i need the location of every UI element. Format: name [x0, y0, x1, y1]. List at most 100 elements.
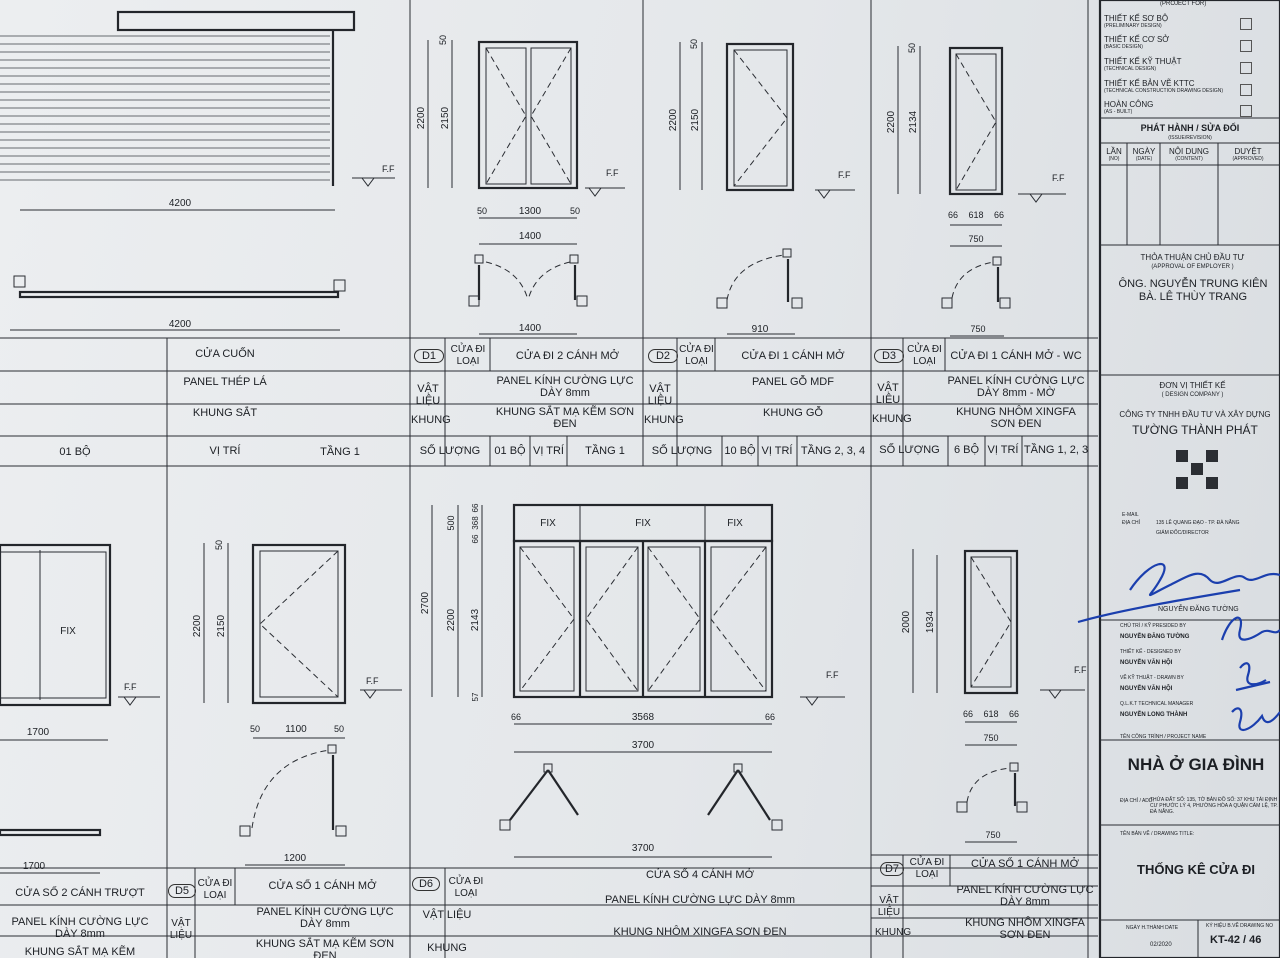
d1-h-leaf: 2150 [440, 106, 451, 129]
c0-top-material: PANEL THÉP LÁ [183, 376, 267, 388]
d7-material: PANEL KÍNH CƯỜNG LỰC DÀY 8mm [956, 884, 1094, 908]
d2-qty: 10 BỘ [724, 445, 756, 457]
tb-sheet-no: KT-42 / 46 [1210, 934, 1262, 946]
tb-issue-col-1-vi: LẦN [1106, 147, 1122, 156]
c0-top-pos: TẦNG 1 [320, 446, 360, 458]
d6-h-leaf: 2143 [470, 608, 481, 631]
d3-qty: 6 BỘ [953, 444, 980, 456]
tb-role-2: THIẾT KẾ - DESIGNED BY [1120, 649, 1182, 655]
tb-stage-3-vi: THIẾT KẾ KỸ THUẬT [1104, 57, 1182, 66]
d6-h-total: 2700 [420, 591, 431, 614]
signature-director [1077, 562, 1280, 624]
d2-ff: F.F [838, 170, 851, 180]
d6-h-fix: 368 [471, 516, 480, 530]
tb-company-line: CÔNG TY TNHH ĐẦU TƯ VÀ XÂY DỰNG [1119, 410, 1271, 419]
tb-director-name: NGUYỄN ĐĂNG TƯỜNG [1158, 606, 1239, 613]
d7-elevation [912, 549, 1085, 843]
d5-frame: KHUNG SẮT MẠ KẼM SƠN ĐEN [255, 938, 395, 958]
tb-drawing-label: TÊN BẢN VẼ / DRAWING TITLE: [1120, 831, 1195, 837]
c0-top-frame: KHUNG SẮT [192, 407, 258, 419]
d3-frame: KHUNG NHÔM XINGFA SƠN ĐEN [956, 406, 1076, 430]
d3-frame-label: KHUNG [872, 413, 912, 425]
d2-elevation [679, 42, 855, 335]
tb-issue-col-1-en: (NO) [1108, 156, 1120, 162]
tb-project-name: NHÀ Ở GIA ĐÌNH [1127, 755, 1265, 774]
tb-site: THỬA ĐẤT SỐ: 135, TỜ BẢN ĐỒ SỐ: 37 KHU T… [1150, 797, 1278, 815]
d2-name: CỬA ĐI 1 CÁNH MỞ [741, 350, 845, 362]
d1-frame: KHUNG SẮT MẠ KẼM SƠN ĐEN [495, 406, 635, 430]
d2-h-top: 50 [689, 39, 699, 49]
d1-name: CỬA ĐI 2 CÁNH MỞ [515, 350, 620, 362]
d6-elevation [431, 503, 845, 858]
d3-pos: TẦNG 1, 2, 3 [1023, 444, 1089, 456]
d7-h-total: 2000 [901, 610, 912, 633]
tb-stage-4: THIẾT KẾ BẢN VẼ KTTC (TECHNICAL CONSTRUC… [1104, 79, 1234, 94]
d3-pos-label: VỊ TRÍ [987, 444, 1019, 456]
d1-code: D1 [414, 349, 444, 363]
d7-ff: F.F [1074, 665, 1087, 675]
signature-presided [1220, 616, 1280, 641]
d2-frame: KHUNG GỖ [763, 407, 823, 419]
d1-ff: F.F [606, 168, 619, 178]
d2-qty-label: SỐ LƯỢNG [651, 445, 713, 457]
d1-mat-label: VẬT LIỆU [415, 383, 441, 407]
tb-sheet-label: KÝ HIỆU B.VẼ DRAWING NO [1206, 923, 1274, 929]
d5-h-top: 50 [214, 540, 224, 550]
sliding-window-elevation [0, 543, 160, 874]
d3-w-plan: 750 [970, 324, 985, 334]
c0-top-pos-label: VỊ TRÍ [209, 445, 241, 457]
c0-bottom-name: CỬA SỔ 2 CÁNH TRƯỢT [15, 887, 145, 899]
d1-h-top: 50 [438, 35, 448, 45]
d2-w-plan: 910 [752, 324, 769, 335]
d6-h-main: 2200 [446, 608, 457, 631]
d2-material: PANEL GỖ MDF [752, 376, 834, 388]
d6-frame: KHUNG NHÔM XINGFA SƠN ĐEN [613, 926, 787, 938]
tb-stage-5-vi: HOÀN CÔNG [1104, 100, 1154, 109]
tb-stage-4-en: (TECHNICAL CONSTRUCTION DRAWING DESIGN) [1104, 88, 1224, 94]
tb-issue-col-3: NỘI DUNG (CONTENT) [1160, 147, 1218, 162]
d7-w-leaf: 618 [983, 709, 998, 719]
d5-w-side-right: 50 [334, 724, 344, 734]
d1-h-total: 2200 [416, 106, 427, 129]
d3-w-side-left: 66 [948, 210, 958, 220]
tb-role-1-name: NGUYỄN ĐĂNG TƯỜNG [1120, 634, 1190, 640]
d3-w-side-right: 66 [994, 210, 1004, 220]
d3-qty-label: SỐ LƯỢNG [879, 444, 940, 456]
d7-w-plan: 750 [985, 830, 1000, 840]
tb-role-3: VẼ KỸ THUẬT - DRAWN BY [1120, 675, 1184, 681]
tb-role-1: CHỦ TRÌ / KỸ PRESIDED BY [1120, 623, 1187, 629]
d7-frame: KHUNG NHÔM XINGFA SƠN ĐEN [965, 917, 1085, 941]
tb-stage-2-checkbox[interactable] [1240, 40, 1252, 52]
tb-stage-1-checkbox[interactable] [1240, 18, 1252, 30]
d5-mat-label: VẬT LIỆU [169, 918, 193, 941]
d5-type: CỬA ĐI LOẠI [197, 878, 233, 901]
d6-code: D6 [412, 877, 440, 891]
tb-stage-3-checkbox[interactable] [1240, 62, 1252, 74]
tb-role-3-name: NGUYỄN VĂN HỘI [1120, 686, 1173, 692]
d6-fix-3: FIX [727, 518, 743, 529]
tb-issue-title: PHÁT HÀNH / SỬA ĐỔI [1140, 123, 1240, 133]
tb-date: 02/2020 [1150, 942, 1172, 948]
tb-approval: THỎA THUẬN CHỦ ĐẦU TƯ [1140, 253, 1245, 262]
c0-fix-label: FIX [60, 626, 76, 637]
d5-code: D5 [168, 884, 196, 898]
d1-frame-label: KHUNG [411, 414, 451, 426]
d7-w-side-left: 66 [963, 709, 973, 719]
tb-issue-col-2-en: (DATE) [1135, 156, 1153, 162]
d1-material: PANEL KÍNH CƯỜNG LỰC DÀY 8mm [496, 375, 634, 399]
tb-stage-4-checkbox[interactable] [1240, 84, 1252, 96]
d1-pos: TẦNG 1 [585, 445, 625, 457]
sheet-grid [0, 0, 1098, 958]
d6-fix-1: FIX [540, 518, 556, 529]
c0-bottom-dim2: 1700 [23, 861, 46, 872]
d3-w-leaf: 618 [968, 210, 983, 220]
d5-material: PANEL KÍNH CƯỜNG LỰC DÀY 8mm [256, 906, 394, 930]
d3-material: PANEL KÍNH CƯỜNG LỰC DÀY 8mm - MỜ [947, 375, 1085, 399]
tb-stage-5-checkbox[interactable] [1240, 105, 1252, 117]
d6-fix-2: FIX [635, 518, 651, 529]
tb-issue-col-2-vi: NGÀY [1132, 147, 1156, 156]
d2-pos: TẦNG 2, 3, 4 [800, 445, 866, 457]
d6-ff: F.F [826, 670, 839, 680]
d3-ff: F.F [1052, 173, 1065, 183]
d1-w-side-right: 50 [570, 206, 580, 216]
